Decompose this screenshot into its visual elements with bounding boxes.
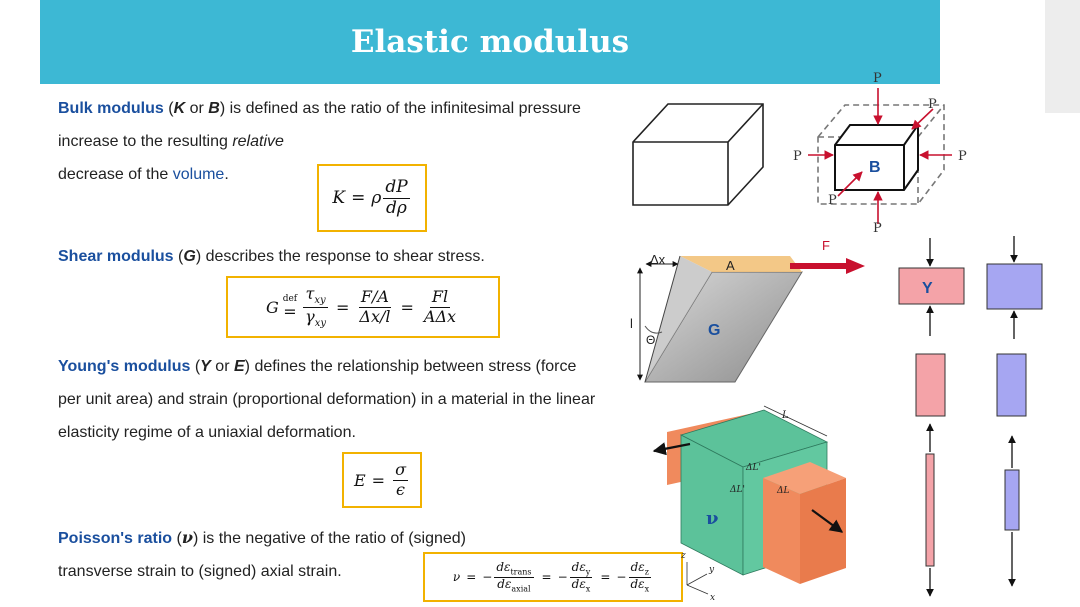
young-term: Young's modulus xyxy=(58,358,191,375)
poisson-dl-label: ΔL xyxy=(776,486,789,496)
young-text-2: stress (force per unit area) and strain … xyxy=(58,358,596,441)
shear-l-label: l xyxy=(630,316,633,331)
plain-cube xyxy=(632,103,764,206)
bulk-sym-b: B xyxy=(208,100,220,117)
bulk-p-top: P xyxy=(873,71,882,86)
poisson-sym: ν xyxy=(181,528,193,547)
poisson-text-1: is the negative of the ratio of (signed) xyxy=(202,530,466,547)
poisson-text-2: transverse strain to (signed) axial stra… xyxy=(58,563,342,580)
bulk-p-front: P xyxy=(828,193,837,208)
young-or: or xyxy=(215,358,230,375)
shear-dx-label: Δx xyxy=(650,252,666,267)
bulk-text-2: decrease of the xyxy=(58,166,169,183)
young-sym-e: E xyxy=(233,358,245,375)
side-panel xyxy=(1045,0,1080,113)
poisson-axis-y: y xyxy=(708,565,715,575)
bulk-relative: relative xyxy=(232,133,284,150)
shear-f-label: F xyxy=(822,238,830,253)
shear-theta-label: Θ xyxy=(646,333,655,347)
bulk-p-back: P xyxy=(928,97,937,112)
shear-a-label: A xyxy=(726,258,735,273)
poisson-axis-x: x xyxy=(710,593,715,603)
poisson-l-label: L xyxy=(781,410,789,421)
bulk-or: or xyxy=(189,100,204,117)
bulk-p-right: P xyxy=(958,149,967,164)
shear-paragraph: Shear modulus (G) describes the response… xyxy=(58,248,485,265)
poisson-axis-z: z xyxy=(680,551,686,561)
bulk-b-label: B xyxy=(869,159,881,176)
bulk-diagram: P P P P P P B xyxy=(793,71,967,236)
poisson-diagram: L ΔL' ΔL' ΔL ν z y x xyxy=(652,405,846,603)
poisson-nu-label: ν xyxy=(706,508,719,529)
bulk-sym-k: K xyxy=(173,100,186,117)
young-sym-y: Y xyxy=(200,358,211,375)
poisson-paragraph: Poisson's ratio (ν) is the negative of t… xyxy=(58,528,466,580)
poisson-term: Poisson's ratio xyxy=(58,530,173,547)
shear-g-label: G xyxy=(708,322,720,339)
young-paragraph: Young's modulus (Y or E) defines the rel… xyxy=(58,358,596,441)
page-title: Elastic modulus xyxy=(350,24,630,60)
young-diagram: Y xyxy=(898,236,1043,597)
shear-diagram: Δx A F l Θ G xyxy=(630,238,865,383)
shear-text: describes the response to shear stress. xyxy=(205,248,485,265)
title-band: Elastic modulus xyxy=(40,0,940,84)
bulk-volume-link[interactable]: volume xyxy=(172,166,225,183)
young-y-label: Y xyxy=(922,280,933,297)
bulk-p-bottom: P xyxy=(873,221,882,236)
shear-term: Shear modulus xyxy=(58,248,174,265)
poisson-dl2-label: ΔL' xyxy=(729,485,745,495)
bulk-text-1: is defined as the ratio of the infinites… xyxy=(58,100,581,150)
bulk-p-left: P xyxy=(793,149,802,164)
bulk-paragraph: Bulk modulus (K or B) is defined as the … xyxy=(58,100,581,183)
poisson-dl1-label: ΔL' xyxy=(745,463,761,473)
bulk-term: Bulk modulus xyxy=(58,100,164,117)
shear-sym: G xyxy=(183,248,196,265)
young-text-1: defines the relationship between xyxy=(254,358,484,375)
